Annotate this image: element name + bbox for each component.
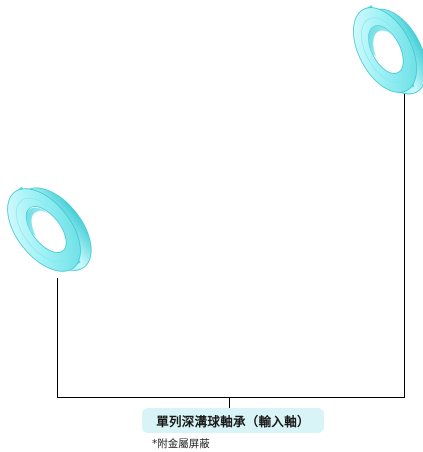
bearing-left [7,186,92,272]
callout-note: *附金屬屏蔽 [152,438,210,450]
leader-lines [57,92,405,408]
bearing-right [353,5,423,95]
callout-label: 單列深溝球軸承（輸入軸） [142,408,324,433]
leader-line-left [57,278,230,398]
callout-title: 單列深溝球軸承（輸入軸） [156,414,310,429]
leader-line-right [229,92,405,398]
